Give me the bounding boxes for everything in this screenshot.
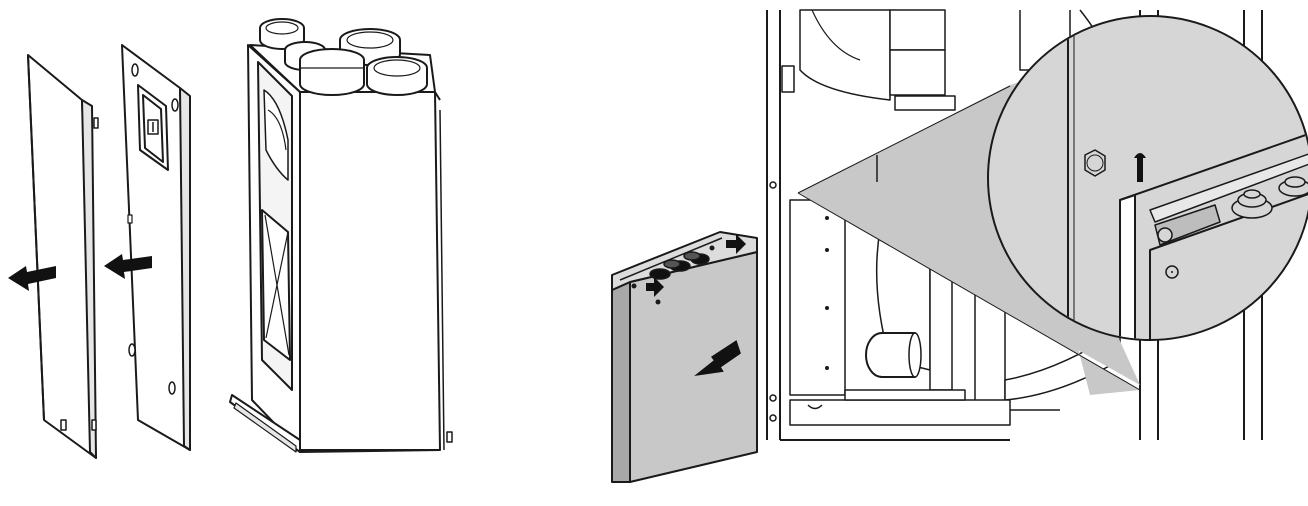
duct-connector (366, 56, 428, 96)
filter-cylinder (865, 332, 922, 378)
hex-screw-outline (1084, 149, 1106, 177)
duct-connector-plain (299, 48, 365, 96)
bolt (769, 181, 777, 189)
screw-hole (128, 343, 136, 357)
electrical-box-slot (789, 199, 846, 396)
screw-hole (131, 63, 139, 77)
arrow-pull-out-box (694, 340, 741, 377)
box-cable-glands (649, 251, 710, 280)
screw-hole (171, 98, 179, 112)
bolt (769, 394, 777, 402)
arrow-release-screw-right (726, 234, 746, 254)
cable-gland (1278, 176, 1308, 197)
control-display-window (137, 84, 169, 171)
electrical-box (611, 231, 758, 483)
arrow-release-screw-left (646, 277, 664, 297)
right-panel (611, 9, 1308, 483)
zoom-detail-circle (987, 15, 1308, 341)
duct-connectors (259, 18, 428, 96)
inner-panel (121, 44, 191, 451)
screw-hole (168, 381, 176, 395)
fan-housing (799, 9, 1131, 121)
side-switch (781, 65, 795, 93)
arrow-remove-outer-cover (8, 266, 56, 291)
cable-gland (1231, 189, 1273, 219)
left-panel (8, 18, 453, 459)
arrow-remove-inner-panel (104, 254, 152, 279)
bolt (769, 414, 777, 422)
ventilation-unit (229, 18, 453, 453)
heat-exchanger-area (789, 199, 1121, 426)
outer-front-cover (27, 54, 99, 459)
screw-icon (1134, 153, 1146, 182)
